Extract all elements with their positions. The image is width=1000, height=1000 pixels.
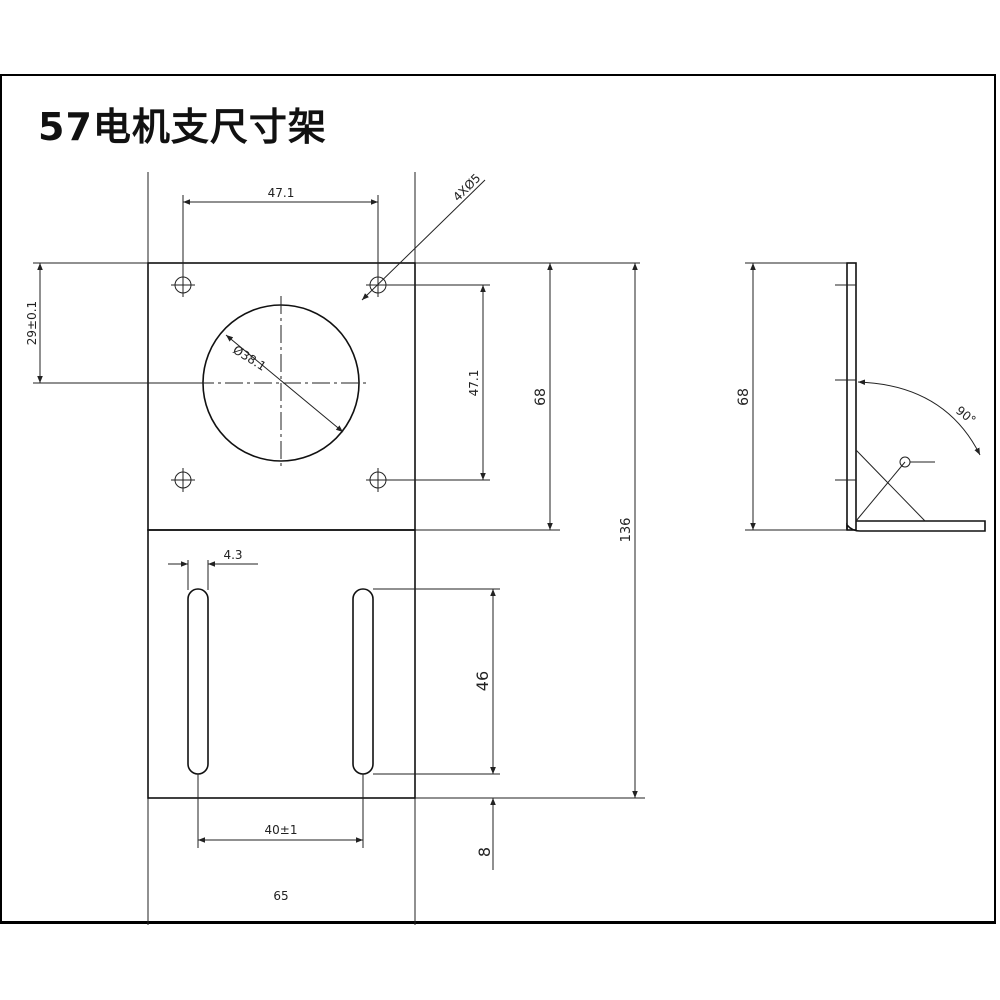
side-gusset-diagonal [855, 449, 926, 522]
bore-diameter-label: Ø38.1 [230, 343, 268, 374]
slot-width-label: 4.3 [223, 548, 242, 562]
plate-height-label: 68 [533, 388, 549, 406]
side-gusset-brace [855, 461, 906, 522]
center-offset-label: 29±0.1 [25, 301, 39, 345]
side-view: 68 90° [736, 262, 986, 532]
slot-spacing-label: 40±1 [265, 823, 298, 837]
side-height-label: 68 [736, 388, 752, 406]
drawing-title: 57电机支尺寸架 [38, 105, 327, 149]
left-slot [187, 588, 209, 775]
total-height-label: 136 [619, 518, 634, 543]
hole-spacing-h-label: 47.1 [268, 186, 295, 200]
width-label: 65 [273, 889, 288, 903]
right-slot [352, 588, 374, 775]
slot-length-label: 46 [473, 671, 492, 691]
angle-label: 90° [953, 403, 978, 427]
bore-diameter-leader [225, 334, 344, 433]
side-base-flange [846, 520, 986, 532]
hole-spec-label: 4XØ5 [450, 171, 483, 204]
base-plate-outline [147, 529, 416, 799]
side-plate [846, 262, 857, 531]
hole-spacing-v-label: 47.1 [467, 370, 481, 397]
hole-spec-leader [361, 179, 486, 301]
angle-arc [857, 379, 981, 456]
slot-offset-label: 8 [475, 847, 494, 857]
